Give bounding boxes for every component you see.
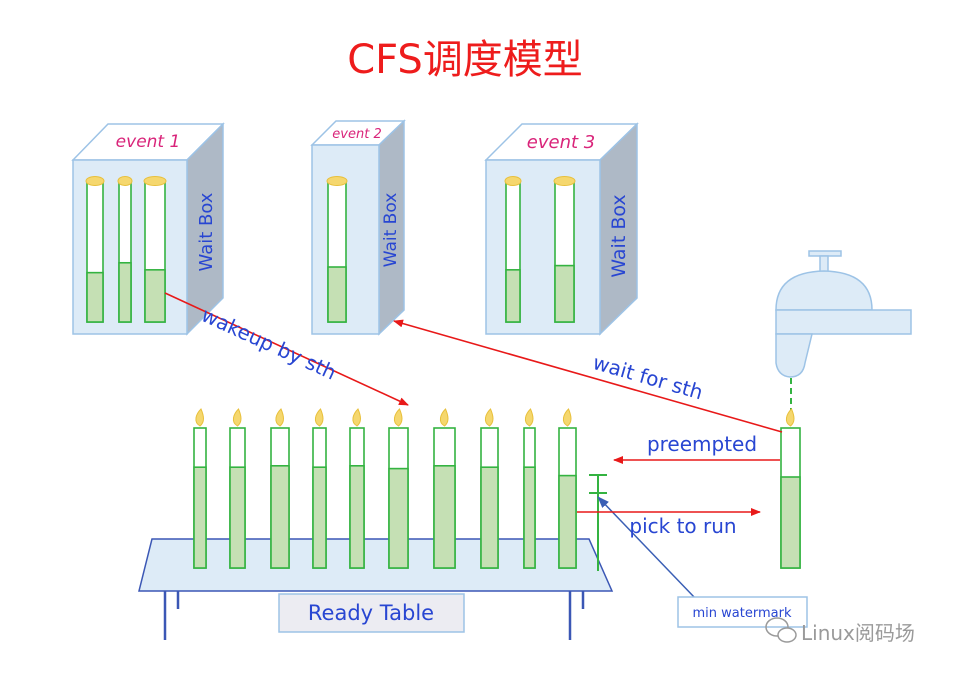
candle-3 xyxy=(143,176,167,323)
running-candle xyxy=(780,408,801,569)
faucet-icon xyxy=(775,250,912,426)
ready-candle-3 xyxy=(270,408,290,569)
running-candle-body xyxy=(780,408,801,569)
wait-label: wait for sth xyxy=(590,350,705,404)
table-top xyxy=(138,538,614,592)
wait-box-1-candles xyxy=(85,176,167,323)
wait-box-event-2: event 2 Wait Box xyxy=(310,119,406,336)
min-watermark-marker xyxy=(589,474,607,571)
ready-candle-7 xyxy=(433,408,456,569)
wechat-icon xyxy=(765,617,797,643)
ready-candle-10 xyxy=(558,408,577,569)
candle-2 xyxy=(553,176,576,323)
wait-box-event-3: event 3 Wait Box xyxy=(484,122,639,336)
ready-candle-2 xyxy=(229,408,246,569)
preempted-label: preempted xyxy=(647,432,757,456)
wait-box-3-candles xyxy=(504,176,576,323)
ready-table: Ready Table xyxy=(138,408,614,640)
min-watermark-label: min watermark xyxy=(693,606,792,621)
candle-2 xyxy=(117,176,133,323)
wait-box-3-front xyxy=(485,159,601,335)
wait-box-event-1: event 1 Wait Box xyxy=(71,122,225,336)
diagram-title: CFS调度模型 xyxy=(347,37,583,83)
ready-candle-6 xyxy=(388,408,409,569)
wait-box-3-event-label: event 3 xyxy=(527,132,595,153)
ready-table-label: Ready Table xyxy=(308,601,434,625)
watermark-text: Linux阅码场 xyxy=(801,621,915,645)
ready-table-candles xyxy=(193,408,577,569)
min-watermark-pointer xyxy=(597,496,696,599)
ready-candle-8 xyxy=(480,408,499,569)
wait-box-1-event-label: event 1 xyxy=(116,132,181,152)
ready-table-label-box xyxy=(278,593,465,633)
preempted-arrow: preempted xyxy=(613,432,780,464)
wait-box-2-candles xyxy=(326,176,348,323)
candle-1 xyxy=(85,176,105,323)
wait-box-2-event-label: event 2 xyxy=(332,127,381,142)
wait-box-1-side-label: Wait Box xyxy=(196,192,217,271)
candle-1 xyxy=(504,176,522,323)
wait-box-3-side-label: Wait Box xyxy=(608,194,630,277)
wait-arrow: wait for sth xyxy=(393,319,783,433)
ready-candle-4 xyxy=(312,408,327,569)
candle-1 xyxy=(326,176,348,323)
ready-candle-9 xyxy=(523,408,536,569)
pick-arrow: pick to run xyxy=(577,508,761,538)
ready-candle-5 xyxy=(349,408,365,569)
pick-label: pick to run xyxy=(629,514,736,538)
wait-box-2-side-label: Wait Box xyxy=(381,193,401,268)
ready-candle-1 xyxy=(193,408,207,569)
